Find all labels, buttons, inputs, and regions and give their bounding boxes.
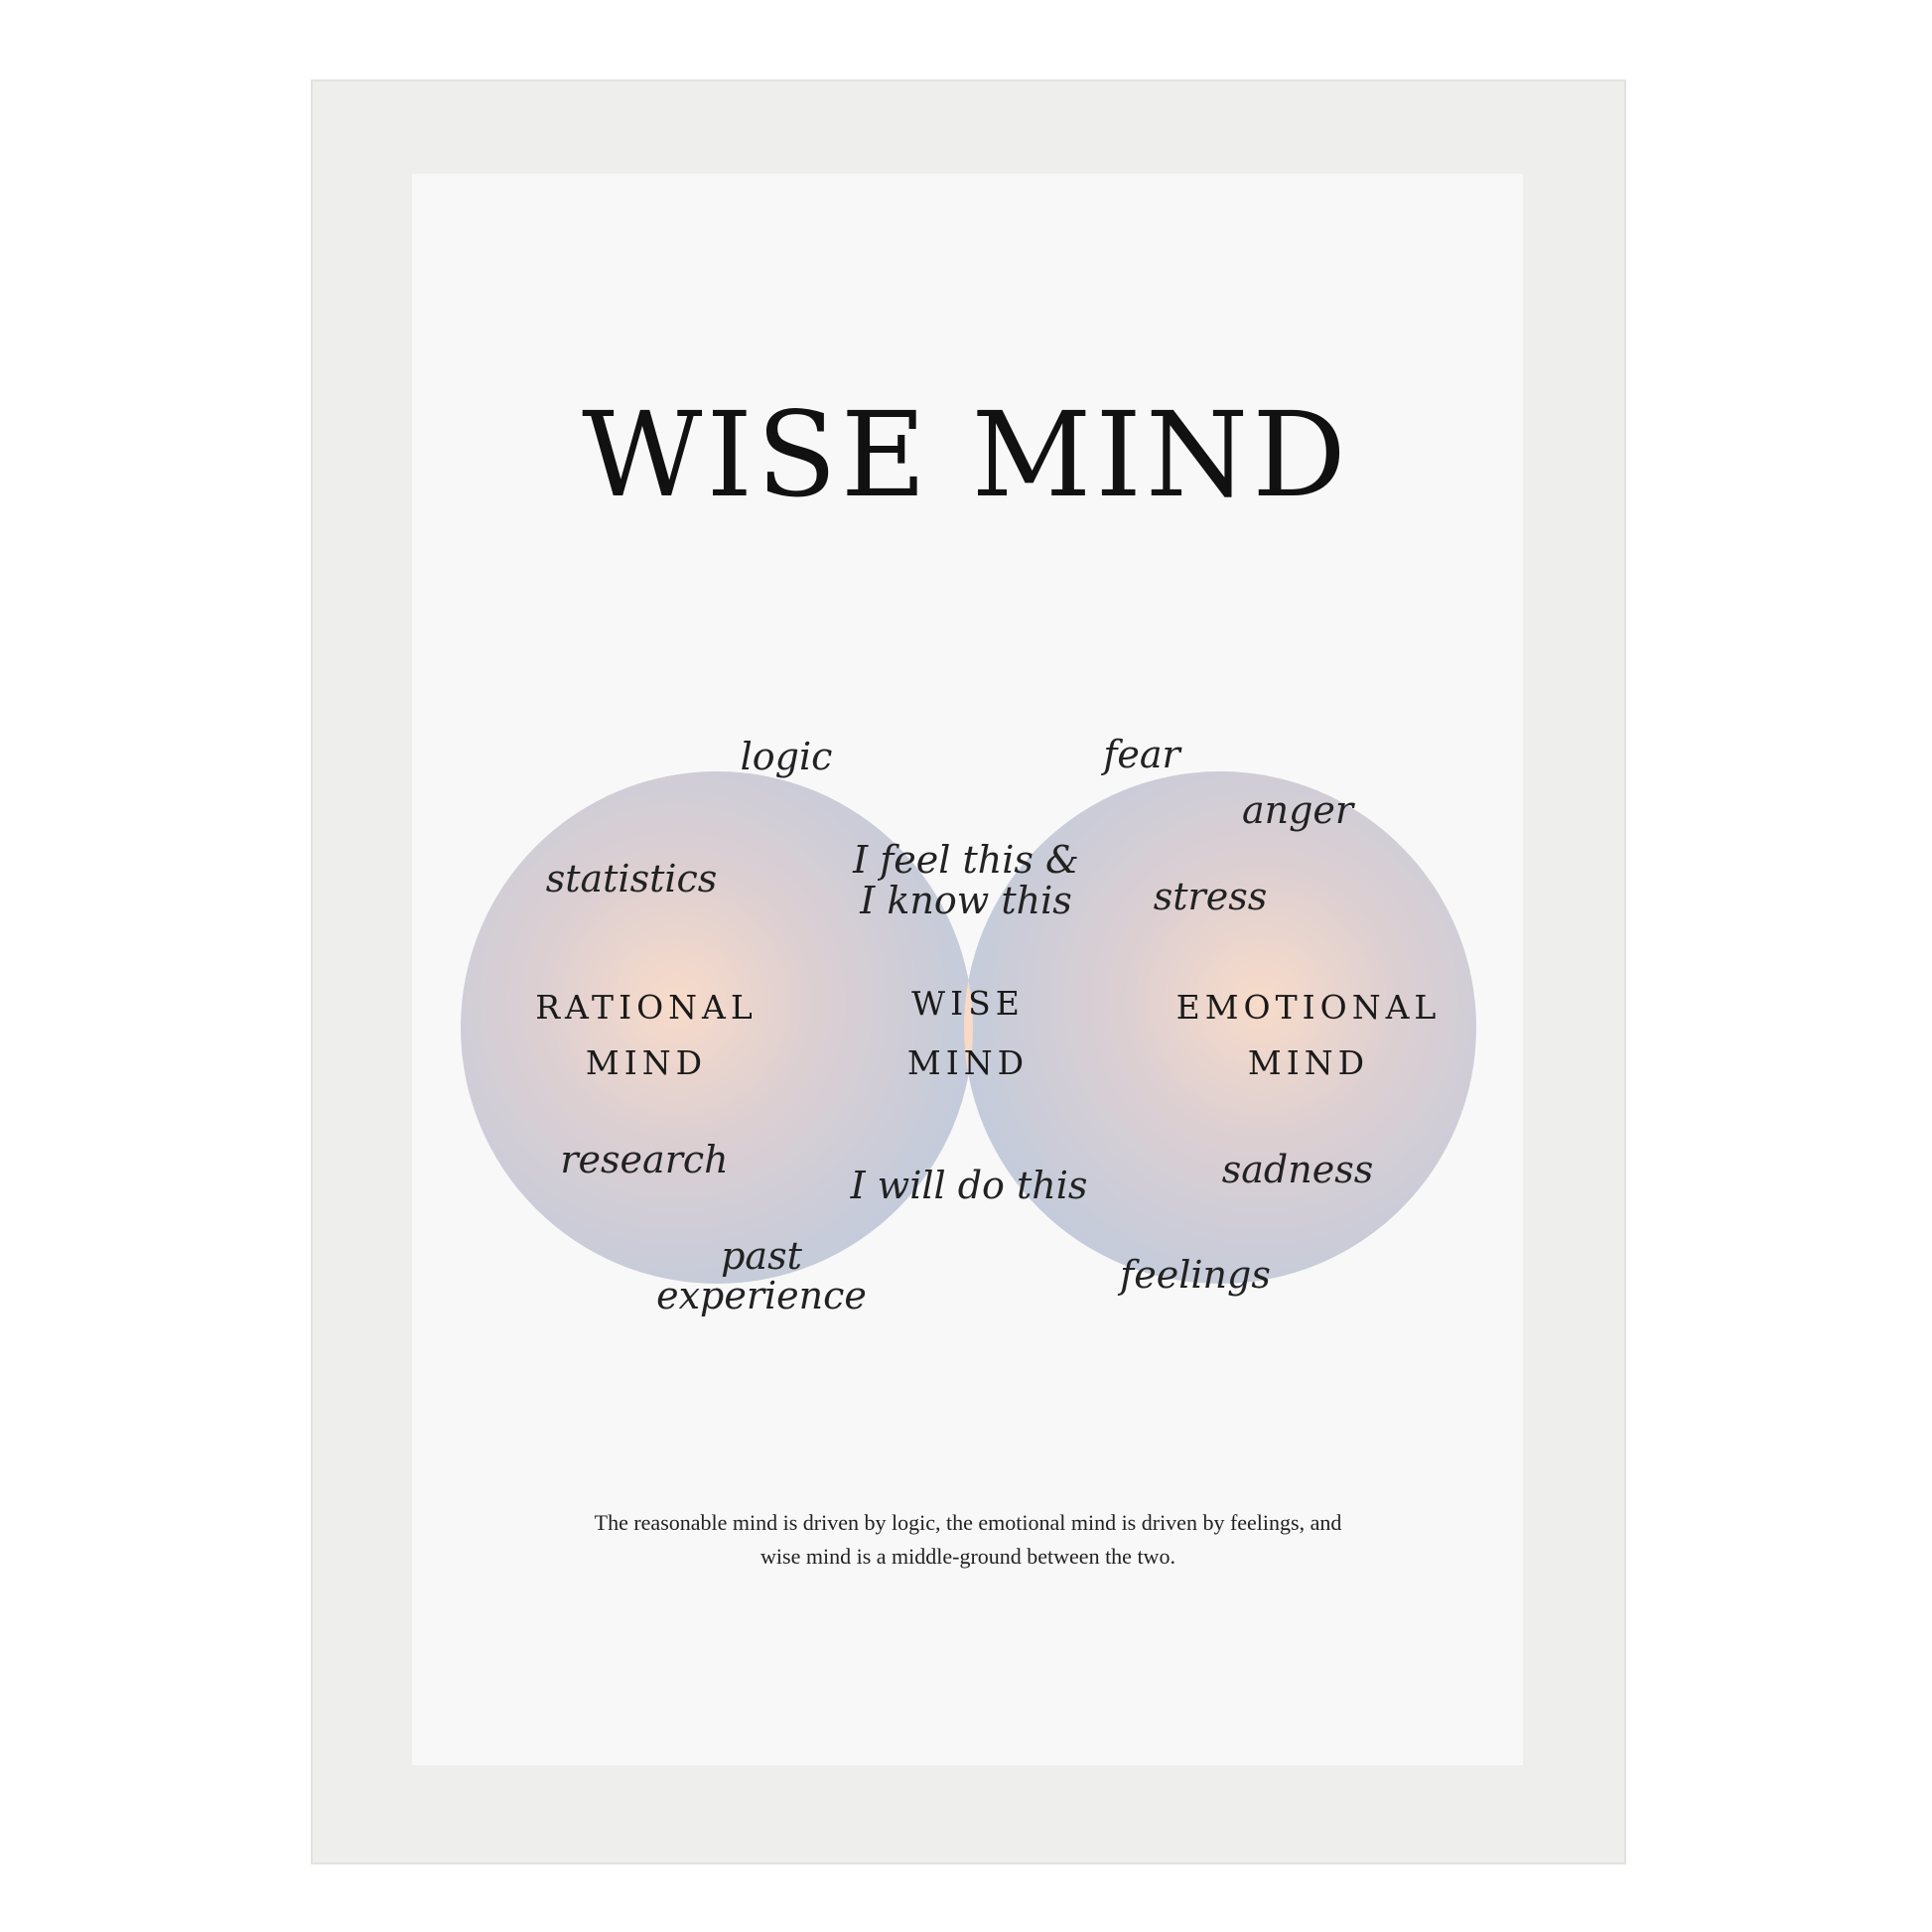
word-stress: stress [1154, 875, 1267, 918]
emotional-label-line1: EMOTIONAL [1176, 988, 1442, 1027]
emotional-label-line2: MIND [1248, 1043, 1369, 1082]
rational-label-line2: MIND [586, 1043, 707, 1082]
word-anger: anger [1242, 788, 1356, 832]
word-logic: logic [741, 735, 833, 778]
center-top-line1: I feel this & [852, 838, 1079, 882]
caption-line2: wise mind is a middle-ground between the… [760, 1544, 1175, 1569]
word-experience: experience [656, 1274, 867, 1317]
word-feelings: feelings [1117, 1253, 1271, 1297]
word-sadness: sadness [1222, 1148, 1373, 1191]
rational-mind-circle [461, 771, 973, 1284]
center-bottom: I will do this [850, 1164, 1088, 1207]
frame-shadow-edge [311, 79, 1626, 1864]
rational-label-line1: RATIONAL [535, 988, 758, 1027]
emotional-mind-circle [964, 771, 1476, 1284]
venn-diagram [461, 771, 1476, 1284]
caption-line1: The reasonable mind is driven by logic, … [595, 1510, 1342, 1535]
center-top-line2: I know this [859, 879, 1071, 922]
wise-label-line1: WISE [911, 984, 1025, 1023]
word-past: past [721, 1234, 802, 1278]
word-fear: fear [1100, 733, 1182, 776]
word-statistics: statistics [546, 857, 718, 900]
poster-title: WISE MIND [582, 386, 1350, 523]
wise-label-line2: MIND [907, 1043, 1029, 1082]
word-research: research [560, 1138, 728, 1181]
